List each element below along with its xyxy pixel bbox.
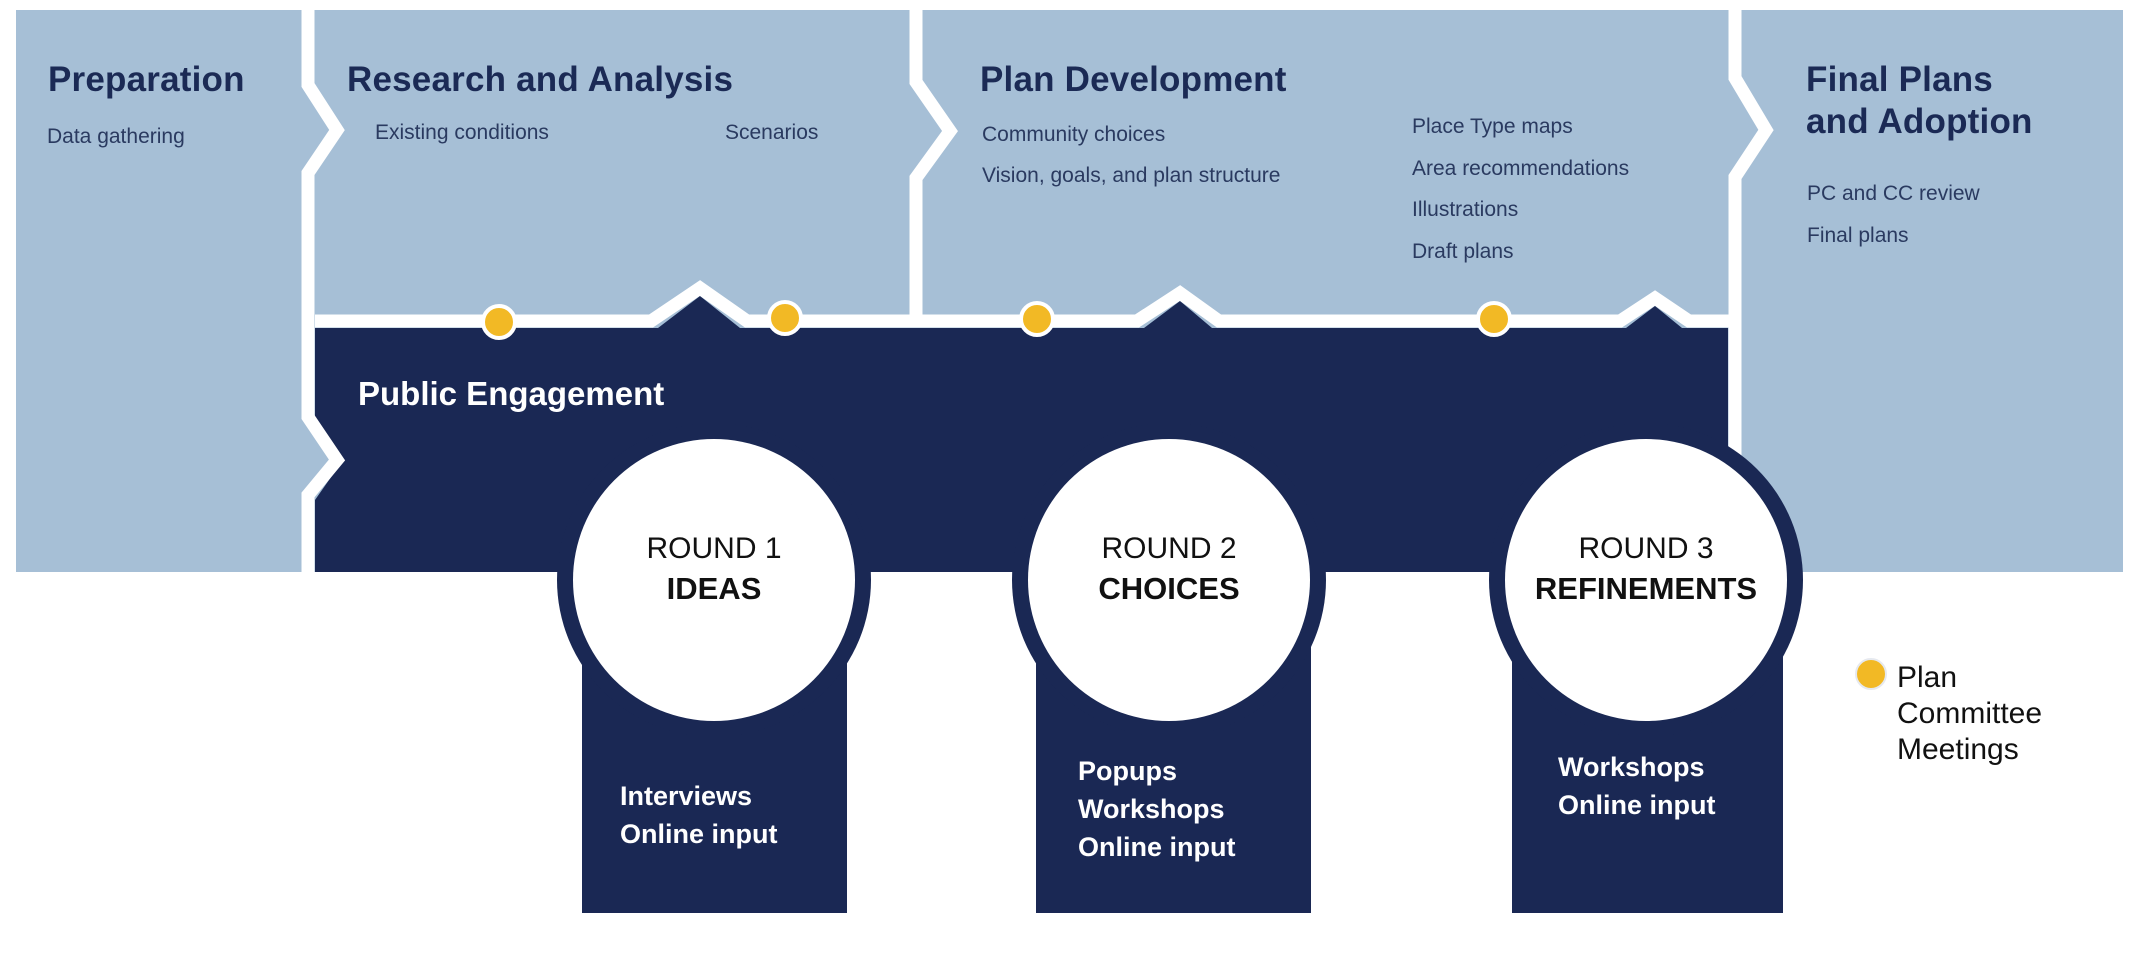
meeting-dot-icon: [1019, 301, 1055, 337]
phase-title-preparation: Preparation: [48, 60, 245, 99]
phase-item: Place Type maps: [1412, 115, 1573, 138]
round-1-circle: [573, 439, 855, 721]
phase-item: Scenarios: [725, 121, 819, 144]
legend-label-line: Plan: [1897, 661, 1958, 694]
legend-label-line: Meetings: [1897, 733, 2019, 766]
separator-plan-final: [1728, 4, 1774, 578]
round-2-activity: Workshops: [1078, 794, 1225, 824]
legend-label: Plan Committee Meetings: [1897, 660, 2097, 768]
phase-item: Illustrations: [1412, 198, 1519, 221]
round-2-label: ROUND 2: [1101, 532, 1237, 565]
round-3-name: REFINEMENTS: [1534, 571, 1758, 606]
meeting-dot-icon: [481, 304, 517, 340]
round-3-label: ROUND 3: [1578, 532, 1714, 565]
phase-item: Final plans: [1807, 224, 1909, 247]
round-3-activity: Workshops: [1558, 752, 1705, 782]
round-3-circle: [1505, 439, 1787, 721]
round-1-activity: Online input: [620, 819, 778, 849]
phase-item: Community choices: [982, 123, 1166, 146]
round-1-label: ROUND 1: [646, 532, 782, 565]
phase-item: Vision, goals, and plan structure: [982, 164, 1281, 187]
legend-dot-icon: [1855, 658, 1887, 690]
round-columns: [557, 423, 1803, 913]
separator-research-plan: [909, 4, 958, 321]
meeting-dots: [481, 300, 1512, 340]
phase-item: Data gathering: [47, 125, 185, 148]
phase-item: PC and CC review: [1807, 182, 1980, 205]
round-2-activity: Online input: [1078, 832, 1236, 862]
phase-title-research: Research and Analysis: [347, 60, 734, 99]
phase-title-final-plans: Final Plans: [1806, 60, 1993, 99]
legend-label-line: Committee: [1897, 697, 2043, 730]
round-2-name: CHOICES: [1098, 571, 1240, 606]
meeting-dot-icon: [1476, 301, 1512, 337]
phase-title-final-plans-line2: and Adoption: [1806, 102, 2033, 141]
round-2-circle: [1028, 439, 1310, 721]
round-1-activity: Interviews: [620, 781, 753, 811]
separator-engagement: [315, 280, 1735, 328]
phase-item: Area recommendations: [1412, 157, 1630, 180]
phase-item: Draft plans: [1412, 240, 1514, 263]
round-2-activity: Popups: [1078, 756, 1177, 786]
round-3-activity: Online input: [1558, 790, 1716, 820]
separator-preparation: [301, 4, 346, 578]
phase-title-plan-development: Plan Development: [980, 60, 1287, 99]
round-1-name: IDEAS: [666, 571, 762, 606]
meeting-dot-icon: [767, 300, 803, 336]
phase-item: Existing conditions: [375, 121, 549, 144]
public-engagement-title: Public Engagement: [358, 375, 665, 412]
